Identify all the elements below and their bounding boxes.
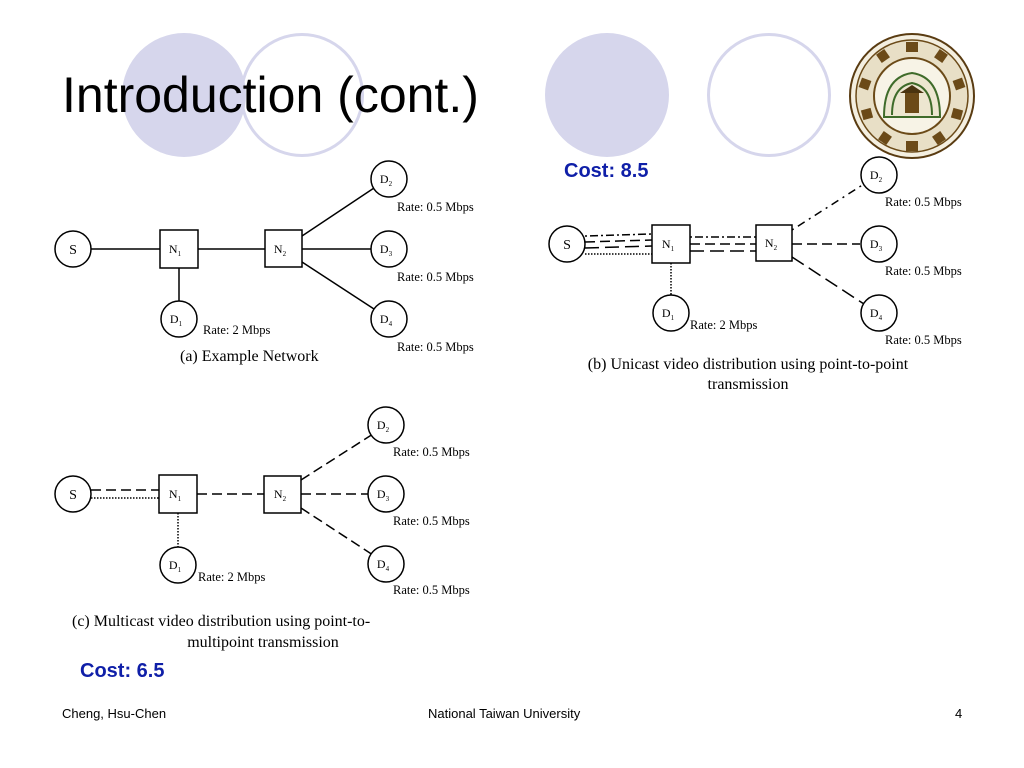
label-d3-b: D3 xyxy=(870,237,883,253)
node-d3-c xyxy=(367,475,405,513)
label-d3-c: D3 xyxy=(377,487,390,503)
label-d1: D1 xyxy=(170,312,183,328)
node-n1-c xyxy=(158,474,198,514)
label-d2-c: D2 xyxy=(377,418,390,434)
node-n2-c xyxy=(263,475,302,514)
label-n2: N2 xyxy=(274,242,287,258)
multicast-link-n2-d2 xyxy=(300,433,374,481)
multicast-link-n2-d4 xyxy=(300,507,374,556)
caption-c-line2: multipoint transmission xyxy=(187,634,339,651)
footer-author: Cheng, Hsu-Chen xyxy=(62,706,167,721)
label-d4: D4 xyxy=(380,312,393,328)
node-d1-b xyxy=(652,294,690,332)
label-n1-b: N1 xyxy=(662,237,675,253)
link-n2-d2 xyxy=(301,187,375,237)
node-d2-c xyxy=(367,406,405,444)
node-d1 xyxy=(160,300,198,338)
node-d4-b xyxy=(860,294,898,332)
node-n2 xyxy=(264,229,303,268)
rate-d4-c: Rate: 0.5 Mbps xyxy=(393,583,470,597)
decorative-circle-filled xyxy=(545,33,669,157)
label-d3: D3 xyxy=(380,242,393,258)
label-d4-b: D4 xyxy=(870,306,883,322)
decorative-circle-outline xyxy=(240,33,364,157)
link-n2-d4 xyxy=(301,261,375,310)
diagram-b-unicast: S N1 N2 D1 D2 D3 D4 Rate: 0.5 Mbps Rate:… xyxy=(548,156,962,393)
label-d1-b: D1 xyxy=(662,306,675,322)
label-d1-c: D1 xyxy=(169,558,182,574)
label-s-b: S xyxy=(563,238,571,253)
node-d2-b xyxy=(860,156,898,194)
label-s: S xyxy=(69,243,77,258)
rate-d2-c: Rate: 0.5 Mbps xyxy=(393,445,470,459)
unicast-stream-d2 xyxy=(584,233,653,237)
caption-b-line1: (b) Unicast video distribution using poi… xyxy=(588,356,909,373)
unicast-link-n2-d2 xyxy=(791,183,865,231)
cost-multicast: Cost: 6.5 xyxy=(80,660,165,682)
label-n2-b: N2 xyxy=(765,236,778,252)
rate-d4-b: Rate: 0.5 Mbps xyxy=(885,333,962,347)
slide-title: Introduction (cont.) xyxy=(62,67,479,123)
rate-d2-b: Rate: 0.5 Mbps xyxy=(885,195,962,209)
rate-d3-c: Rate: 0.5 Mbps xyxy=(393,514,470,528)
rate-d4: Rate: 0.5 Mbps xyxy=(397,340,474,354)
national-taiwan-university-seal-icon xyxy=(849,33,975,159)
footer-institution: National Taiwan University xyxy=(428,706,581,721)
node-s xyxy=(54,230,92,268)
caption-c-line1: (c) Multicast video distribution using p… xyxy=(72,613,370,630)
node-s-c xyxy=(54,475,92,513)
rate-d3-b: Rate: 0.5 Mbps xyxy=(885,264,962,278)
decorative-circle-outline xyxy=(707,33,831,157)
decorative-circle-filled xyxy=(122,33,246,157)
node-n2-b xyxy=(755,224,793,262)
diagram-c-multicast: S N1 N2 D1 D2 D3 D4 Rate: 0.5 Mbps Rate:… xyxy=(54,406,470,651)
cost-unicast: Cost: 8.5 xyxy=(564,160,649,182)
label-n2-c: N2 xyxy=(274,487,287,503)
caption-b-line2: transmission xyxy=(708,376,789,393)
page-number: 4 xyxy=(955,706,963,721)
unicast-stream-d4 xyxy=(584,245,653,249)
rate-d1: Rate: 2 Mbps xyxy=(203,323,270,337)
unicast-link-n2-d4 xyxy=(791,256,865,305)
node-d4 xyxy=(370,300,408,338)
rate-d1-b: Rate: 2 Mbps xyxy=(690,318,757,332)
node-s-b xyxy=(548,225,586,263)
node-n1-b xyxy=(651,224,691,264)
label-s-c: S xyxy=(69,488,77,503)
node-d3-b xyxy=(860,225,898,263)
label-n1: N1 xyxy=(169,242,182,258)
label-d2-b: D2 xyxy=(870,168,883,184)
rate-d1-c: Rate: 2 Mbps xyxy=(198,570,265,584)
label-d4-c: D4 xyxy=(377,557,390,573)
caption-a: (a) Example Network xyxy=(180,348,319,365)
rate-d3: Rate: 0.5 Mbps xyxy=(397,270,474,284)
diagram-a-example-network: S N1 N2 D1 D2 D3 D4 Rate: 0.5 Mbps Rate:… xyxy=(54,160,474,365)
node-d1-c xyxy=(159,546,197,584)
label-n1-c: N1 xyxy=(169,487,182,503)
node-d4-c xyxy=(367,545,405,583)
unicast-stream-d3 xyxy=(584,239,653,243)
rate-d2: Rate: 0.5 Mbps xyxy=(397,200,474,214)
node-n1 xyxy=(159,229,199,269)
node-d3 xyxy=(370,230,408,268)
label-d2: D2 xyxy=(380,172,393,188)
node-d2 xyxy=(370,160,408,198)
